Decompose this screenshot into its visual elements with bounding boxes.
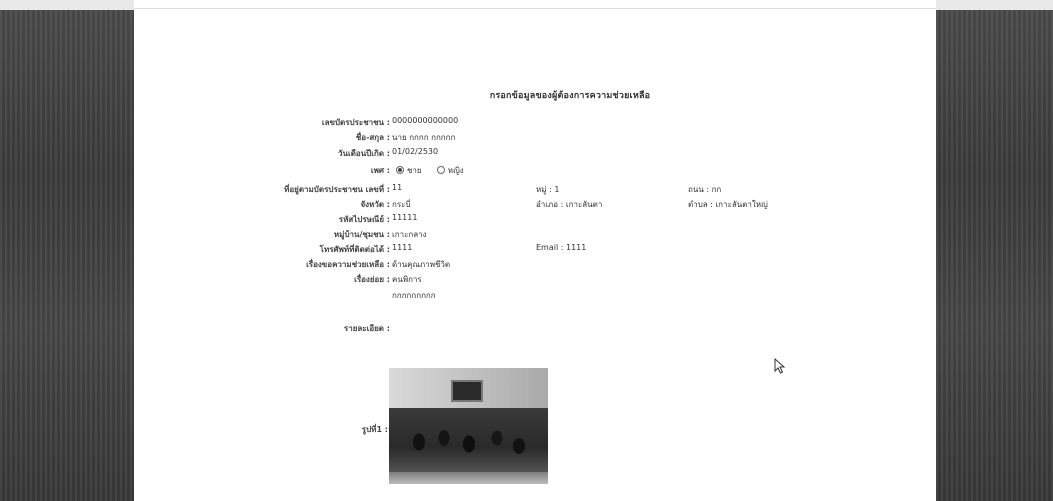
gender-options: ชาย หญิง xyxy=(396,164,464,177)
address-value: 11 xyxy=(392,183,403,192)
photo-label: รูปที่1 : xyxy=(361,425,388,434)
gender-male-radio[interactable] xyxy=(396,166,404,174)
subject-label: เรื่องย่อย : xyxy=(354,275,390,284)
id-label: เลขบัตรประชาชน : xyxy=(321,118,390,127)
postcode-value: 11111 xyxy=(392,213,418,222)
gender-male-label: ชาย xyxy=(407,166,422,175)
name-value: นาย กกกก กกกกก xyxy=(392,133,456,142)
phone-value: 1111 xyxy=(392,243,413,252)
id-value: 0000000000000 xyxy=(392,116,459,125)
moo-value: หมู่ : 1 xyxy=(536,185,560,194)
detail-label: รายละเอียด : xyxy=(343,324,390,333)
district-value: อำเภอ : เกาะลันตา xyxy=(536,200,603,209)
subject-value-2: กกกกกกกกก xyxy=(392,291,436,300)
road-value: ถนน : กก xyxy=(688,185,722,194)
gender-label: เพศ : xyxy=(370,166,390,175)
email-value: Email : 1111 xyxy=(536,243,587,252)
request-label: เรื่องขอความช่วยเหลือ : xyxy=(306,260,390,269)
subdistrict-value: ตำบล : เกาะลันตาใหญ่ xyxy=(688,200,768,209)
form-title: กรอกข้อมูลของผู้ต้องการความช่วยเหลือ xyxy=(489,91,651,101)
name-label: ชื่อ-สกุล : xyxy=(355,133,390,142)
village-label: หมู่บ้าน/ชุมชน : xyxy=(333,230,390,239)
request-value: ด้านคุณภาพชีวิต xyxy=(392,260,451,269)
province-value: กระบี่ xyxy=(392,200,411,209)
subject-value-1: คนพิการ xyxy=(392,275,422,284)
village-value: เกาะกลาง xyxy=(392,230,427,239)
right-backdrop xyxy=(936,0,1053,501)
gender-female-label: หญิง xyxy=(447,166,464,175)
left-backdrop xyxy=(0,0,134,501)
uploaded-photo xyxy=(389,368,548,484)
phone-label: โทรศัพท์ที่ติดต่อได้ : xyxy=(319,245,390,254)
dob-label: วันเดือนปีเกิด : xyxy=(338,149,390,158)
postcode-label: รหัสไปรษณีย์ : xyxy=(338,215,390,224)
gender-female-radio[interactable] xyxy=(436,166,445,174)
top-divider xyxy=(134,8,936,9)
address-label: ที่อยู่ตามบัตรประชาชน เลขที่ : xyxy=(284,185,390,194)
province-label: จังหวัด : xyxy=(360,200,390,209)
dob-value: 01/02/2530 xyxy=(392,147,439,156)
mouse-cursor-icon xyxy=(774,358,786,374)
